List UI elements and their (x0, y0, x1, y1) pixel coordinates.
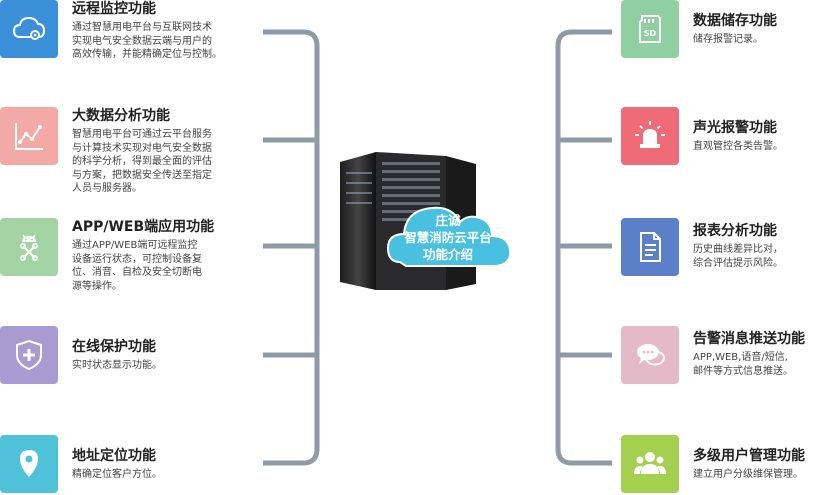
feature-desc: 建立用户分级维保管理。 (693, 468, 805, 482)
desc-line: 综合评估提示风险。 (693, 257, 783, 269)
feature-title: 声光报警功能 (693, 120, 777, 136)
desc-line: 建立用户分级维保管理。 (693, 469, 803, 480)
feature-desc: 通过智慧用电平台与互联网技术 实现电气安全数据云端与用户的 高效传输，并能精确定… (72, 21, 222, 62)
chat-bubbles-icon (637, 344, 665, 366)
feature-title: 报表分析功能 (693, 223, 777, 239)
desc-line: 实现电气安全数据云端与用户的 (72, 35, 212, 47)
feature-desc: 精确定位客户方位。 (72, 468, 162, 482)
feature-title: 数据储存功能 (693, 13, 777, 29)
center-line-3: 功能介绍 (422, 247, 473, 262)
desc-line: 智慧用电平台可通过云平台服务 (72, 129, 212, 140)
feature-title: 大数据分析功能 (72, 108, 170, 124)
line-chart-icon (15, 123, 43, 150)
desc-line: 源等操作。 (72, 280, 122, 292)
feature-title: 远程监控功能 (72, 1, 156, 17)
svg-text:SD: SD (644, 29, 657, 38)
desc-line: 人员与服务器。 (72, 183, 142, 194)
left-bracket (255, 20, 335, 475)
feature-icon-box (0, 107, 58, 165)
desc-line: 与计算技术实现对电气安全数据 (72, 142, 212, 154)
feature-icon-box (0, 326, 58, 384)
feature-title: 在线保护功能 (72, 339, 156, 355)
feature-title: APP/WEB端应用功能 (72, 219, 215, 235)
feature-location: 地址定位功能 精确定位客户方位。 (0, 435, 162, 493)
feature-desc: 直观管控各类告警。 (693, 140, 783, 154)
feature-icon-box (621, 326, 679, 384)
feature-desc: 实时状态显示功能。 (72, 359, 162, 373)
feature-desc: APP,WEB,语音/短信, 邮件等方式信息推送。 (693, 351, 805, 378)
feature-title: 告警消息推送功能 (693, 331, 805, 347)
desc-line: 通过智慧用电平台与互联网技术 (72, 22, 212, 33)
feature-data-storage: SD 数据储存功能 储存报警记录。 (621, 0, 777, 58)
feature-icon-box (621, 435, 679, 493)
desc-line: 与方案，把数据安全传送至指定 (72, 169, 212, 181)
feature-icon-box (0, 218, 58, 276)
desc-line: 通过APP/WEB端可远程监控 (72, 240, 198, 251)
desc-line: APP,WEB,语音/短信, (693, 352, 788, 363)
sd-card-icon: SD (639, 15, 661, 43)
feature-app-web: APP/WEB端应用功能 通过APP/WEB端可远程监控 设备运行状态，可控制设… (0, 218, 214, 293)
feature-icon-box: SD (621, 0, 679, 58)
cloud-gear-icon (12, 16, 46, 40)
center-line-2: 智慧消防云平台 (404, 230, 492, 245)
right-bracket (540, 20, 620, 475)
feature-report-analysis: 报表分析功能 历史曲线差异比对， 综合评估提示风险。 (621, 218, 783, 276)
desc-line: 设备运行状态，可控制设备复 (72, 253, 202, 265)
feature-alarm-push: 告警消息推送功能 APP,WEB,语音/短信, 邮件等方式信息推送。 (621, 326, 805, 384)
alarm-light-icon (635, 121, 665, 148)
feature-big-data-analysis: 大数据分析功能 智慧用电平台可通过云平台服务 与计算技术实现对电气安全数据 的科… (0, 107, 212, 196)
feature-desc: 智慧用电平台可通过云平台服务 与计算技术实现对电气安全数据 的科学分析，得到最全… (72, 128, 212, 196)
feature-icon-box (621, 218, 679, 276)
desc-line: 邮件等方式信息推送。 (693, 365, 793, 377)
desc-line: 高效传输，并能精确定位与控制。 (72, 49, 222, 60)
location-pin-icon (20, 450, 38, 477)
desc-line: 储存报警记录。 (693, 34, 763, 45)
feature-sound-light-alarm: 声光报警功能 直观管控各类告警。 (621, 107, 783, 165)
feature-online-protection: 在线保护功能 实时状态显示功能。 (0, 326, 162, 384)
desc-line: 实时状态显示功能。 (72, 360, 162, 371)
server-cloud-illustration (336, 150, 536, 300)
feature-icon-box (0, 0, 58, 58)
feature-title: 地址定位功能 (72, 448, 156, 464)
desc-line: 位、消音、自检及安全切断电 (72, 267, 202, 278)
feature-desc: 历史曲线差异比对， 综合评估提示风险。 (693, 243, 783, 270)
feature-multi-level-users: 多级用户管理功能 建立用户分级维保管理。 (621, 435, 805, 493)
desc-line: 直观管控各类告警。 (693, 141, 783, 152)
desc-line: 历史曲线差异比对， (693, 244, 783, 255)
feature-desc: 通过APP/WEB端可远程监控 设备运行状态，可控制设备复 位、消音、自检及安全… (72, 239, 214, 293)
feature-title: 多级用户管理功能 (693, 448, 805, 464)
center-title: 庄诚 智慧消防云平台 功能介绍 (393, 212, 503, 263)
feature-icon-box (621, 107, 679, 165)
android-icon (20, 234, 38, 261)
document-icon (640, 232, 661, 262)
feature-icon-box (0, 435, 58, 493)
feature-desc: 储存报警记录。 (693, 33, 777, 47)
feature-remote-monitoring: 远程监控功能 通过智慧用电平台与互联网技术 实现电气安全数据云端与用户的 高效传… (0, 0, 222, 62)
center-line-1: 庄诚 (435, 213, 461, 228)
user-group-icon (634, 452, 666, 474)
desc-line: 精确定位客户方位。 (72, 469, 162, 480)
desc-line: 的科学分析，得到最全面的评估 (72, 156, 212, 167)
shield-plus-icon (16, 339, 42, 371)
